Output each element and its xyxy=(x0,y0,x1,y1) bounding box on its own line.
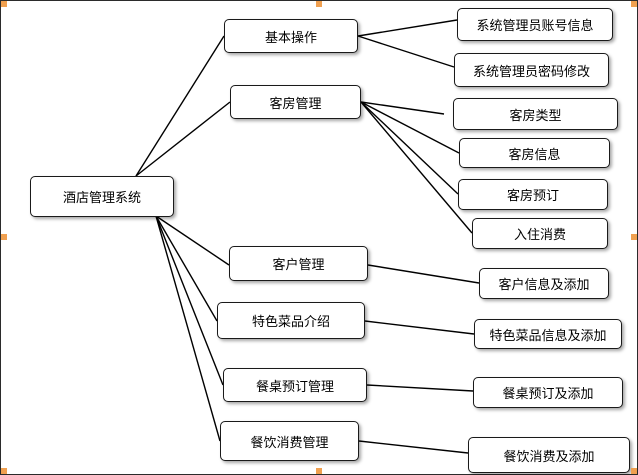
leaf-node-room-booking[interactable]: 客房预订 xyxy=(458,179,608,210)
edge-c4-to-c4a xyxy=(364,320,475,335)
leaf-node-customer-info-add[interactable]: 客户信息及添加 xyxy=(479,268,609,299)
category-node-specialty-dishes[interactable]: 特色菜品介绍 xyxy=(217,302,365,339)
edge-c5-to-c5a xyxy=(366,384,474,392)
category-node-table-booking[interactable]: 餐桌预订管理 xyxy=(223,368,367,402)
leaf-node-room-type[interactable]: 客房类型 xyxy=(453,98,618,130)
leaf-node-check-in-consumption[interactable]: 入住消费 xyxy=(472,218,608,249)
category-node-room-management[interactable]: 客房管理 xyxy=(230,85,361,119)
edge-root-to-c4 xyxy=(155,215,218,322)
leaf-node-admin-account-info[interactable]: 系统管理员账号信息 xyxy=(457,8,613,41)
selection-handle[interactable] xyxy=(1,234,7,240)
selection-handle[interactable] xyxy=(631,1,637,7)
selection-handle[interactable] xyxy=(631,468,637,474)
edge-root-to-c3 xyxy=(155,215,230,266)
edge-c2-to-c2a xyxy=(360,101,445,115)
leaf-node-specialty-dish-info-add[interactable]: 特色菜品信息及添加 xyxy=(474,319,622,349)
leaf-node-room-info[interactable]: 客房信息 xyxy=(459,138,610,168)
leaf-node-admin-password-change[interactable]: 系统管理员密码修改 xyxy=(454,53,609,87)
category-node-customer-management[interactable]: 客户管理 xyxy=(229,246,368,281)
category-node-basic-operations[interactable]: 基本操作 xyxy=(224,19,358,53)
root-node-hotel-management-system[interactable]: 酒店管理系统 xyxy=(30,176,174,217)
selection-handle[interactable] xyxy=(1,1,7,7)
selection-handle[interactable] xyxy=(316,468,322,474)
edge-c2-to-c2c xyxy=(360,101,459,195)
leaf-node-dining-consumption-add[interactable]: 餐饮消费及添加 xyxy=(468,437,630,473)
category-node-dining-consumption[interactable]: 餐饮消费管理 xyxy=(220,421,359,461)
edge-c2-to-c2b xyxy=(360,101,460,154)
edge-c2-to-c2d xyxy=(360,101,473,234)
selection-handle[interactable] xyxy=(631,234,637,240)
edge-c1-to-c1b xyxy=(357,35,455,68)
edge-root-to-c5 xyxy=(155,215,224,386)
edge-root-to-c6 xyxy=(155,215,221,442)
edge-c1-to-c1a xyxy=(357,19,458,37)
edge-c6-to-c6a xyxy=(358,440,469,454)
edge-root-to-c2 xyxy=(135,101,231,177)
selection-handle[interactable] xyxy=(1,468,7,474)
edge-c3-to-c3a xyxy=(367,264,480,284)
leaf-node-table-booking-add[interactable]: 餐桌预订及添加 xyxy=(473,377,623,408)
edge-root-to-c1 xyxy=(135,35,225,177)
selection-handle[interactable] xyxy=(316,1,322,7)
